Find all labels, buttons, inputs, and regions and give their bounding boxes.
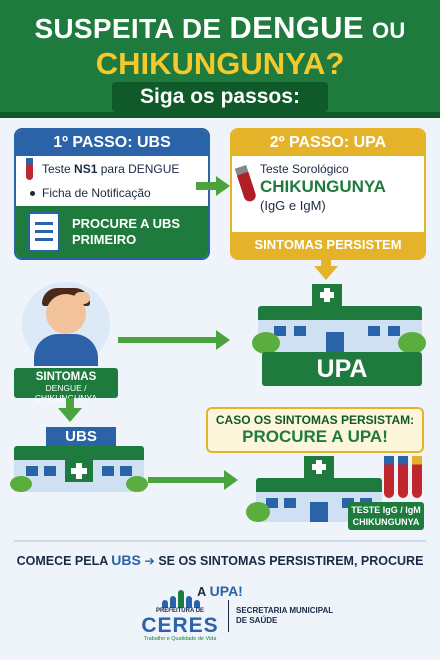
caso-line2: PROCURE A UPA!	[242, 427, 388, 446]
siga-os-passos: Siga os passos:	[112, 82, 328, 112]
logo-separator	[228, 600, 229, 632]
upa-banner: UPA	[262, 352, 422, 386]
title-line-1: SUSPEITA DE DENGUE OU	[0, 10, 440, 46]
header-banner: SUSPEITA DE DENGUE OU CHIKUNGUNYA? Siga …	[0, 0, 440, 118]
step2-card: 2º PASSO: UPA Teste Sorológico CHIKUNGUN…	[230, 128, 426, 260]
step1-cta-text: PROCURE A UBS PRIMEIRO	[72, 216, 180, 248]
secretaria-line2: DE SAÚDE	[236, 616, 278, 625]
test-tube-icon	[26, 158, 33, 180]
step1-ficha: Ficha de Notificação	[42, 186, 151, 200]
caso-line1: CASO OS SINTOMAS PERSISTAM:	[215, 413, 415, 427]
step2-igg: (IgG e IgM)	[260, 198, 326, 213]
teste-badge-line2: CHIKUNGUNYA	[352, 517, 420, 527]
ubs-banner: UBS	[46, 427, 116, 447]
step1-test-ns1: NS1	[74, 162, 98, 176]
bullet-icon	[30, 191, 35, 196]
step2-test: Teste Sorológico	[260, 162, 349, 176]
step2-disease: CHIKUNGUNYA	[260, 177, 386, 196]
arrow-right-icon: ➔	[144, 554, 155, 568]
bottom-part2: SE OS SINTOMAS PERSISTIREM, PROCURE A	[158, 554, 424, 599]
bottom-summary: COMECE PELA UBS ➔ SE OS SINTOMAS PERSIST…	[14, 545, 426, 599]
step1-test-prefix: Teste	[42, 162, 71, 176]
step2-title: 2º PASSO: UPA	[232, 130, 424, 156]
test-tubes-icon	[384, 456, 424, 502]
prefeitura-ceres-logo: PREFEITURA DE CERES Trabalho e Qualidade…	[140, 588, 220, 648]
bottom-ubs: UBS	[111, 552, 141, 568]
step1-test-row: Teste NS1 para DENGUE	[26, 158, 180, 180]
logo-ceres: CERES	[141, 614, 219, 637]
step1-cta-line2: PRIMEIRO	[72, 232, 137, 247]
upa-building-illustration	[252, 284, 426, 354]
arrow-step1-to-step2	[196, 176, 232, 196]
blood-tube-icon	[234, 165, 258, 203]
symptoms-label: SINTOMAS DENGUE / CHIKUNGUNYA	[14, 368, 118, 403]
logo-bars-icon	[162, 590, 200, 608]
ubs-building-illustration	[10, 446, 148, 492]
step1-title: 1º PASSO: UBS	[16, 130, 208, 156]
sick-person-illustration	[22, 282, 110, 366]
step1-cta: PROCURE A UBS PRIMEIRO	[16, 206, 208, 258]
arrow-step2-to-upa	[314, 252, 338, 282]
caso-callout: CASO OS SINTOMAS PERSISTAM: PROCURE A UP…	[206, 407, 424, 453]
step1-cta-line1: PROCURE A UBS	[72, 216, 181, 231]
teste-badge-line1: TESTE IgG / IgM	[351, 505, 421, 515]
step1-test-suffix: para DENGUE	[100, 162, 180, 176]
title-dengue: DENGUE	[229, 10, 364, 45]
logo-prefeitura: PREFEITURA DE	[155, 608, 205, 614]
clipboard-icon	[28, 212, 60, 252]
title-chikungunya: CHIKUNGUNYA?	[95, 46, 345, 81]
bottom-part1: COMECE PELA	[16, 554, 108, 568]
title-suspeita: SUSPEITA DE	[34, 13, 222, 44]
logo-tagline: Trabalho e Qualidade de Vida	[143, 636, 217, 642]
arrow-symptoms-to-ubs	[58, 398, 82, 424]
divider	[14, 540, 426, 542]
secretaria-label: SECRETARIA MUNICIPAL DE SAÚDE	[236, 606, 333, 626]
step1-ficha-row: Ficha de Notificação	[26, 186, 151, 200]
teste-badge: TESTE IgG / IgM CHIKUNGUNYA	[348, 502, 424, 530]
arrow-ubs-to-upa	[148, 470, 240, 490]
symptoms-title: SINTOMAS	[35, 371, 97, 383]
arrow-symptoms-to-upa	[118, 330, 232, 350]
header-stripe	[0, 112, 440, 118]
secretaria-line1: SECRETARIA MUNICIPAL	[236, 606, 334, 615]
title-ou: OU	[371, 18, 406, 43]
step1-card: 1º PASSO: UBS Teste NS1 para DENGUE Fich…	[14, 128, 210, 260]
bottom-upa: UPA!	[209, 583, 243, 599]
